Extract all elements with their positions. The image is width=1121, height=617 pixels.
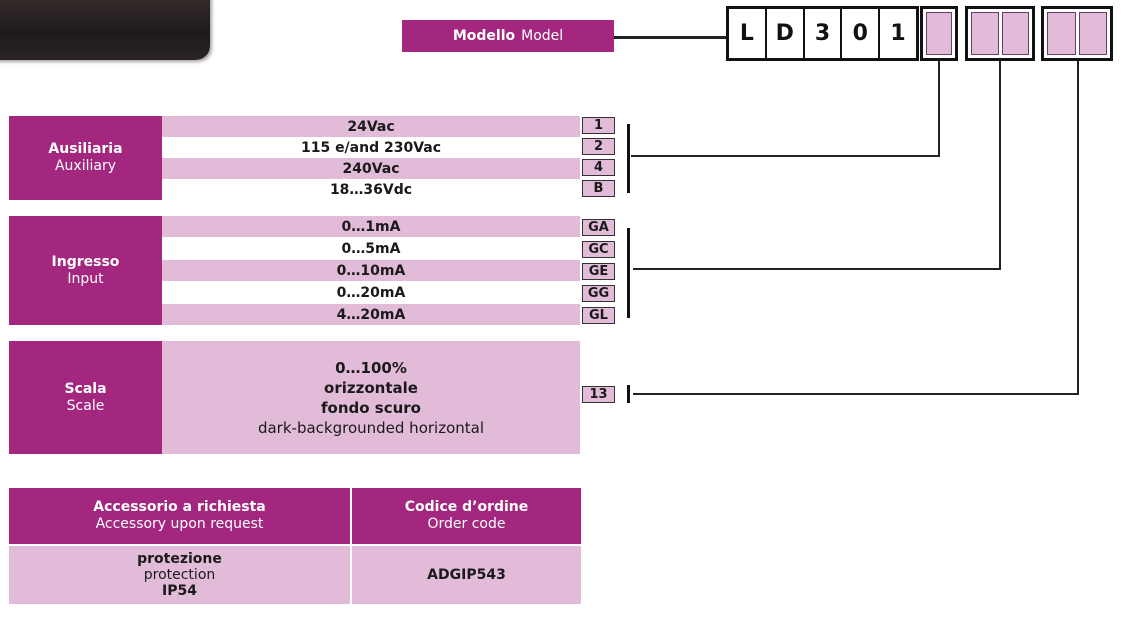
aux-slot-line-horizontal — [631, 155, 940, 157]
input-slot-line-horizontal — [633, 268, 1001, 270]
auxiliary-title-en: Auxiliary — [54, 158, 117, 174]
slot — [1001, 12, 1029, 55]
order-code-col-header: Codice d’ordine Order code — [352, 488, 581, 544]
slot — [1078, 12, 1107, 55]
slot — [971, 12, 999, 55]
auxiliary-row: 18…36Vdc — [329, 181, 413, 198]
input-title-en: Input — [67, 270, 104, 287]
code-letter: D — [767, 9, 805, 58]
input-row: 4…20mA — [162, 304, 580, 325]
accessory-name-cell: protezione protection IP54 — [9, 546, 352, 604]
scale-code: 13 — [582, 386, 615, 403]
order-code-col-header-en: Order code — [427, 516, 506, 532]
device-photo — [0, 0, 210, 60]
auxiliary-code: 4 — [582, 159, 615, 176]
slot-group-auxiliary — [920, 6, 958, 61]
slot — [1047, 12, 1076, 55]
model-label-it: Modello — [452, 28, 516, 44]
model-label: Modello Model — [402, 20, 614, 52]
input-row: 0…5mA — [341, 240, 401, 257]
scale-line: orizzontale — [324, 378, 418, 397]
accessory-order-code: ADGIP543 — [352, 546, 581, 604]
auxiliary-bracket — [627, 124, 630, 193]
auxiliary-header: Ausiliaria Auxiliary — [9, 116, 162, 200]
code-letter: 1 — [890, 21, 906, 46]
auxiliary-code: 2 — [582, 138, 615, 155]
accessory-table: Accessorio a richiesta Accessory upon re… — [9, 488, 581, 604]
accessory-col-header: Accessorio a richiesta Accessory upon re… — [9, 488, 352, 544]
input-row: 0…10mA — [162, 260, 580, 281]
aux-slot-line-vertical — [938, 61, 940, 157]
accessory-name-extra: IP54 — [162, 583, 197, 599]
scale-description: 0…100% orizzontale fondo scuro dark-back… — [162, 341, 580, 454]
input-code: GA — [582, 219, 615, 236]
input-row: 0…20mA — [336, 284, 406, 301]
auxiliary-code: B — [582, 180, 615, 197]
slot — [926, 12, 952, 55]
code-letter: 3 — [805, 9, 843, 58]
input-code: GL — [582, 307, 615, 324]
scale-line: 0…100% — [335, 358, 407, 377]
input-row: 0…1mA — [162, 216, 580, 237]
model-connector-line — [614, 36, 726, 39]
accessory-name-it: protezione — [137, 551, 222, 567]
scale-slot-line-horizontal — [633, 393, 1079, 395]
model-label-en: Model — [521, 28, 564, 44]
slot-group-input — [965, 6, 1035, 61]
scale-bracket — [627, 385, 630, 403]
model-code-box: L D 3 0 1 — [726, 6, 919, 61]
input-code: GG — [582, 285, 615, 302]
order-code-col-header-it: Codice d’ordine — [404, 499, 529, 515]
input-code: GE — [582, 263, 615, 280]
scale-line: dark-backgrounded horizontal — [257, 418, 485, 437]
scale-slot-line-vertical — [1077, 61, 1079, 395]
accessory-name-en: protection — [143, 567, 216, 583]
accessory-table-header: Accessorio a richiesta Accessory upon re… — [9, 488, 581, 544]
accessory-table-row: protezione protection IP54 ADGIP543 — [9, 546, 581, 604]
auxiliary-code: 1 — [582, 117, 615, 134]
accessory-col-header-it: Accessorio a richiesta — [93, 499, 266, 515]
auxiliary-title-it: Ausiliaria — [48, 141, 123, 157]
auxiliary-row: 115 e/and 230Vac — [300, 139, 442, 156]
input-bracket — [627, 228, 630, 318]
input-slot-line-vertical — [999, 61, 1001, 270]
code-letter: L — [729, 9, 767, 58]
input-header: Ingresso Input — [9, 216, 162, 325]
auxiliary-row: 240Vac — [162, 158, 580, 179]
scale-title-it: Scala — [64, 380, 107, 397]
scale-line: fondo scuro — [321, 398, 421, 417]
input-title-it: Ingresso — [51, 253, 120, 270]
scale-header: Scala Scale — [9, 341, 162, 454]
scale-title-en: Scale — [66, 397, 105, 414]
slot-group-scale — [1041, 6, 1113, 61]
code-letter: 0 — [842, 9, 881, 58]
auxiliary-row: 24Vac — [162, 116, 580, 137]
input-code: GC — [582, 241, 615, 258]
accessory-col-header-en: Accessory upon request — [95, 516, 264, 532]
